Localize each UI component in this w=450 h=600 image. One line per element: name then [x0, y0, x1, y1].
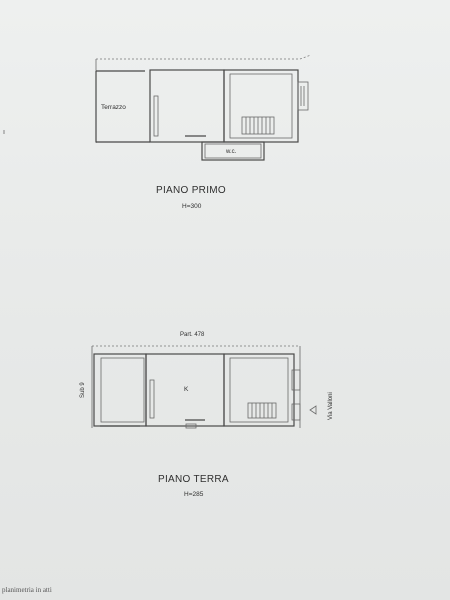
upper-room-right: [223, 69, 299, 143]
window: [297, 81, 309, 111]
wall-thickness: [153, 95, 159, 137]
ground-room-left: [93, 353, 147, 427]
upper-boundary-dashed: [299, 54, 312, 60]
ground-floor-plan: [91, 345, 317, 429]
window: [291, 403, 301, 421]
footer-note: planimetria in atti: [2, 586, 52, 594]
sub-reference-label: Sub 9: [80, 382, 86, 398]
upper-floor-height: H=300: [182, 203, 202, 210]
entrance-marker: [309, 405, 317, 415]
upper-room-middle: [149, 69, 225, 143]
room-label-kitchen: K: [184, 386, 189, 393]
ground-floor-height: H=285: [184, 491, 204, 498]
upper-floor-plan: [95, 54, 312, 161]
parcel-label: Part. 478: [180, 332, 205, 338]
upper-floor-title: PIANO PRIMO: [156, 185, 226, 196]
wall-inner: [229, 73, 293, 139]
window: [291, 369, 301, 391]
room-label-wc: w.c.: [226, 149, 237, 155]
room-label-terrace: Terrazzo: [101, 104, 126, 111]
ground-staircase: [247, 402, 277, 419]
upper-wc: [201, 141, 265, 161]
ground-floor-title: PIANO TERRA: [158, 474, 229, 485]
street-label: Via Valloni: [328, 392, 334, 420]
ground-room-right: [223, 353, 295, 427]
upper-staircase: [241, 116, 275, 135]
